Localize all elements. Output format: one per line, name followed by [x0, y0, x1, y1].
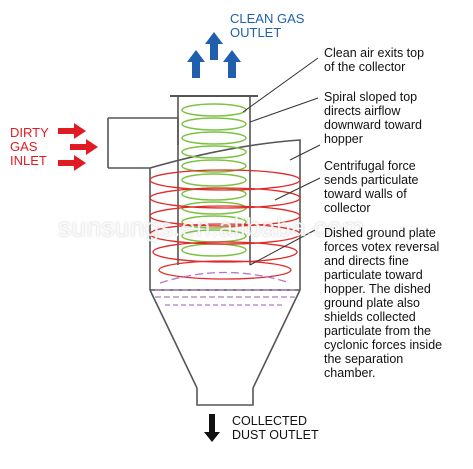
- note-centrifugal-force: Centrifugal force sends particulate towa…: [324, 159, 419, 215]
- outer-spiral: [149, 169, 301, 280]
- leader-lines: [242, 57, 321, 266]
- watermark: sunsungs.en.alibaba.com: [58, 212, 365, 242]
- clean-gas-arrow-icon: [187, 32, 241, 78]
- clean-gas-outlet-label: CLEAN GAS OUTLET: [230, 11, 305, 40]
- dirty-gas-inlet-label: DIRTY GAS INLET: [10, 125, 49, 168]
- note-dished-ground-plate: Dished ground plate forces votex reversa…: [324, 226, 443, 380]
- dished-ground-plate: [155, 271, 295, 306]
- cyclone-body: [107, 95, 301, 406]
- collected-dust-outlet-label: COLLECTED DUST OUTLET: [232, 414, 319, 442]
- dirty-gas-arrow-icon: [58, 123, 98, 171]
- dust-outlet-arrow-icon: [204, 414, 220, 442]
- note-spiral-top: Spiral sloped top directs airflow downwa…: [324, 90, 422, 146]
- note-clean-air-exit: Clean air exits top of the collector: [324, 46, 425, 74]
